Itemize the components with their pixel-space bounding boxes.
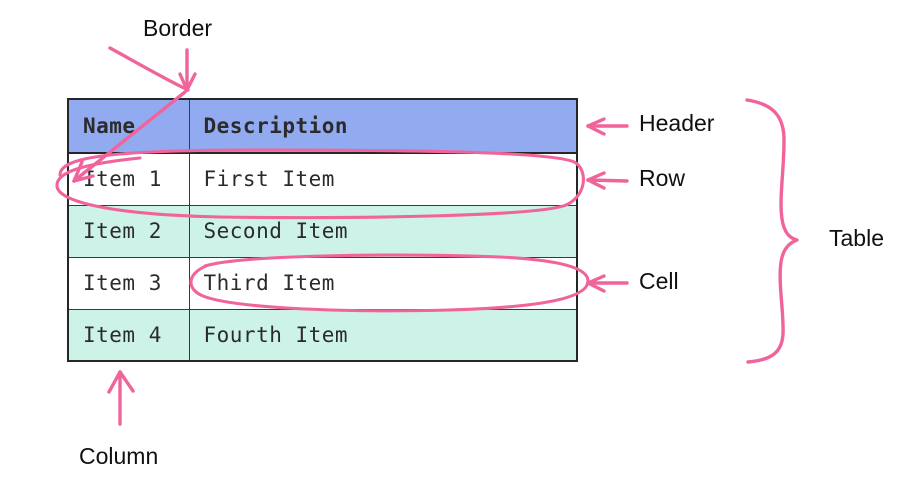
header-row: Name Description [67, 98, 578, 154]
cell-name: Item 2 [67, 204, 190, 258]
column-header-description: Description [188, 98, 578, 154]
cell-description: Fourth Item [188, 308, 578, 362]
row-arrow-icon [586, 171, 629, 190]
demo-table: Name Description Item 1 First Item Item … [67, 98, 578, 362]
table-brace-icon [745, 98, 799, 364]
annotation-label-column: Column [79, 443, 159, 469]
column-header-name: Name [67, 98, 190, 154]
annotation-label-cell: Cell [639, 268, 679, 294]
cell-name: Item 3 [67, 256, 190, 310]
cell-description: First Item [188, 152, 578, 206]
table-row: Item 2 Second Item [67, 204, 578, 258]
table-row: Item 1 First Item [67, 152, 578, 206]
border-divider-arrow-icon [178, 48, 197, 92]
cell-name: Item 4 [67, 308, 190, 362]
cell-name: Item 1 [67, 152, 190, 206]
annotation-label-table: Table [829, 225, 884, 251]
table-header: Name Description [67, 98, 578, 154]
annotation-label-row: Row [639, 165, 686, 191]
cell-description: Third Item [188, 256, 578, 310]
header-arrow-icon [586, 117, 629, 136]
annotation-label-header: Header [639, 110, 715, 136]
table-container: Name Description Item 1 First Item Item … [67, 98, 578, 362]
table-row: Item 4 Fourth Item [67, 308, 578, 362]
cell-description: Second Item [188, 204, 578, 258]
table-row: Item 3 Third Item [67, 256, 578, 310]
column-arrow-icon [107, 370, 135, 426]
annotation-label-border: Border [143, 15, 213, 41]
cell-arrow-icon [586, 274, 629, 293]
table-body: Item 1 First Item Item 2 Second Item Ite… [67, 152, 578, 362]
